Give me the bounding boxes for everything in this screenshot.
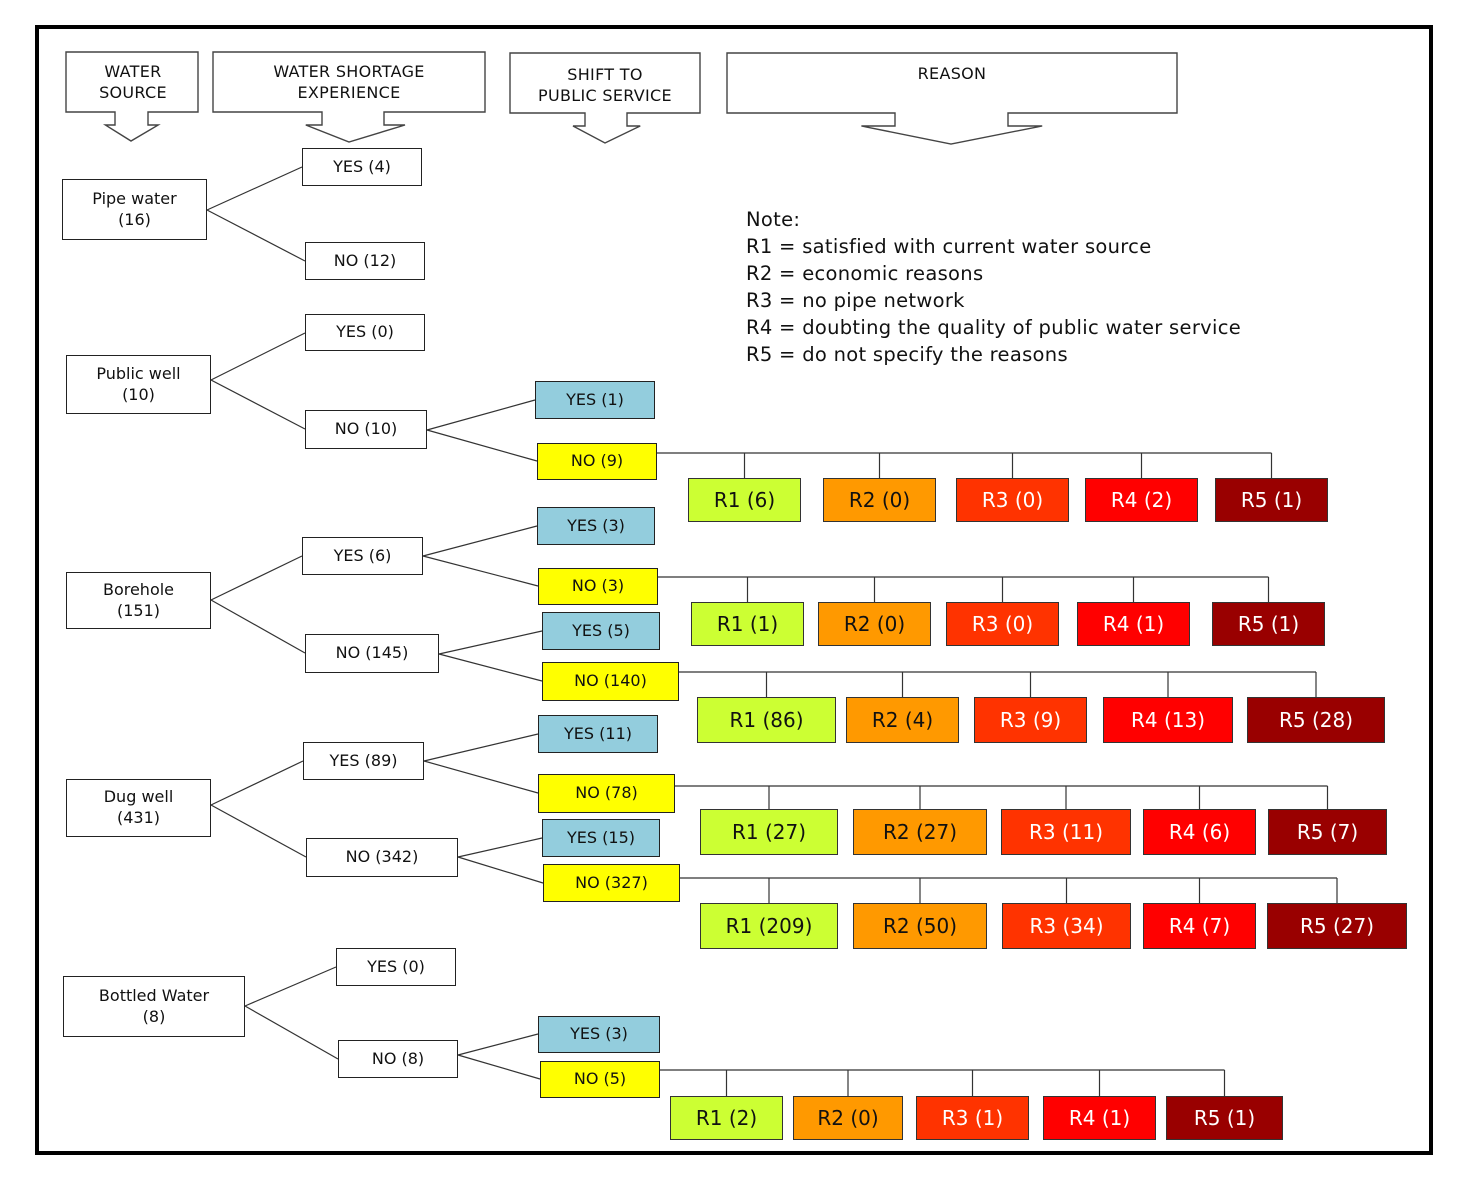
reason-r2-row-3: R2 (4) xyxy=(846,697,959,743)
note-title: Note: xyxy=(746,208,801,231)
reason-r1-row-1: R1 (6) xyxy=(688,478,801,522)
reason-r4-row-6: R4 (1) xyxy=(1043,1096,1156,1140)
borehole-yes-shift-no: NO (3) xyxy=(538,568,658,605)
reason-r1-row-5: R1 (209) xyxy=(700,903,838,949)
note-line-r5: R5 = do not specify the reasons xyxy=(746,343,1068,366)
note-line-r3: R3 = no pipe network xyxy=(746,289,965,312)
legend-note: Note: R1 = satisfied with current water … xyxy=(746,206,1241,368)
reason-r4-row-4: R4 (6) xyxy=(1143,809,1256,855)
reason-r2-row-4: R2 (27) xyxy=(853,809,987,855)
source-dug-well: Dug well (431) xyxy=(66,779,211,837)
reason-r5-row-5: R5 (27) xyxy=(1267,903,1407,949)
public-well-shortage-no: NO (10) xyxy=(305,410,427,449)
bottled-shortage-yes: YES (0) xyxy=(336,948,456,986)
diagram-frame xyxy=(35,25,1433,1155)
source-pipe-water: Pipe water (16) xyxy=(62,179,207,240)
reason-r5-row-4: R5 (7) xyxy=(1268,809,1387,855)
reason-r3-row-6: R3 (1) xyxy=(916,1096,1029,1140)
reason-r4-row-5: R4 (7) xyxy=(1143,903,1256,949)
public-well-no-shift-no: NO (9) xyxy=(537,443,657,480)
reason-r1-row-4: R1 (27) xyxy=(700,809,838,855)
reason-r3-row-3: R3 (9) xyxy=(974,697,1087,743)
borehole-no-shift-yes: YES (5) xyxy=(542,612,660,650)
reason-r5-row-3: R5 (28) xyxy=(1247,697,1385,743)
reason-r3-row-1: R3 (0) xyxy=(956,478,1069,522)
header-reason: REASON xyxy=(917,64,987,83)
dug-well-no-shift-yes: YES (15) xyxy=(542,819,660,857)
borehole-shortage-no: NO (145) xyxy=(305,634,439,673)
source-borehole: Borehole (151) xyxy=(66,572,211,629)
reason-r2-row-5: R2 (50) xyxy=(853,903,987,949)
reason-r2-row-6: R2 (0) xyxy=(793,1096,903,1140)
public-well-no-shift-yes: YES (1) xyxy=(535,381,655,419)
borehole-no-shift-no: NO (140) xyxy=(542,662,679,701)
reason-r5-row-6: R5 (1) xyxy=(1166,1096,1283,1140)
reason-r1-row-2: R1 (1) xyxy=(691,602,804,646)
dug-well-yes-shift-yes: YES (11) xyxy=(538,715,658,753)
note-line-r1: R1 = satisfied with current water source xyxy=(746,235,1152,258)
reason-r1-row-3: R1 (86) xyxy=(697,697,836,743)
dug-well-yes-shift-no: NO (78) xyxy=(538,774,675,813)
reason-r3-row-5: R3 (34) xyxy=(1002,903,1131,949)
reason-r4-row-2: R4 (1) xyxy=(1077,602,1190,646)
pipe-shortage-yes: YES (4) xyxy=(302,148,422,186)
source-bottled-water: Bottled Water (8) xyxy=(63,976,245,1037)
dug-well-no-shift-no: NO (327) xyxy=(543,864,680,902)
reason-r3-row-4: R3 (11) xyxy=(1001,809,1131,855)
note-line-r4: R4 = doubting the quality of public wate… xyxy=(746,316,1242,339)
reason-r2-row-2: R2 (0) xyxy=(818,602,931,646)
reason-r5-row-2: R5 (1) xyxy=(1212,602,1325,646)
reason-r4-row-1: R4 (2) xyxy=(1085,478,1198,522)
reason-r2-row-1: R2 (0) xyxy=(823,478,936,522)
source-public-well: Public well (10) xyxy=(66,355,211,414)
public-well-shortage-yes: YES (0) xyxy=(305,314,425,351)
reason-r5-row-1: R5 (1) xyxy=(1215,478,1328,522)
bottled-shortage-no: NO (8) xyxy=(338,1040,458,1078)
reason-r4-row-3: R4 (13) xyxy=(1103,697,1233,743)
header-water-source: WATER SOURCE xyxy=(99,62,167,102)
reason-r1-row-6: R1 (2) xyxy=(670,1096,783,1140)
dug-well-shortage-no: NO (342) xyxy=(306,838,458,877)
pipe-shortage-no: NO (12) xyxy=(305,242,425,280)
borehole-yes-shift-yes: YES (3) xyxy=(537,507,655,545)
dug-well-shortage-yes: YES (89) xyxy=(303,742,424,780)
bottled-no-shift-yes: YES (3) xyxy=(538,1016,660,1053)
borehole-shortage-yes: YES (6) xyxy=(302,537,423,575)
bottled-no-shift-no: NO (5) xyxy=(540,1061,660,1098)
reason-r3-row-2: R3 (0) xyxy=(946,602,1059,646)
header-water-shortage: WATER SHORTAGE EXPERIENCE xyxy=(273,62,425,102)
note-line-r2: R2 = economic reasons xyxy=(746,262,984,285)
header-shift-public-service: SHIFT TO PUBLIC SERVICE xyxy=(538,65,672,105)
